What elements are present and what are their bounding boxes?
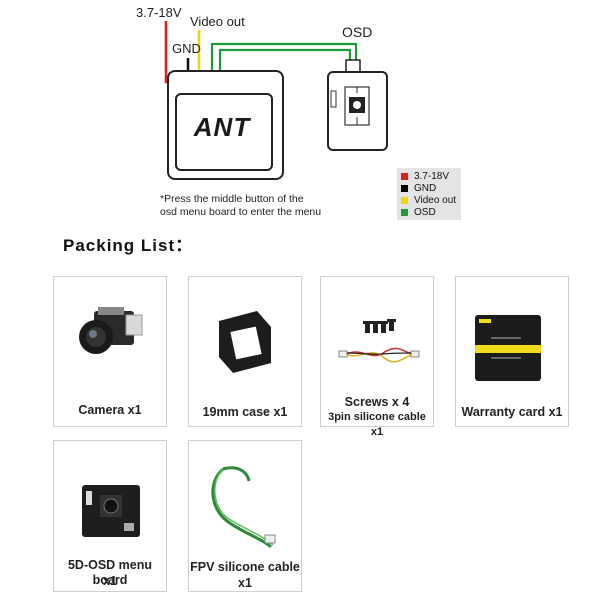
item-label: FPV silicone cable [190, 560, 300, 574]
menu-note-line2: osd menu board to enter the menu [160, 206, 322, 218]
red-swatch [401, 172, 408, 180]
wiring-diagram: ANT 3.7-18V Video out GND OSD *Press the… [0, 0, 600, 225]
item-card-warranty: Warranty card x1 [455, 276, 569, 427]
legend-label: GND [414, 182, 437, 194]
item-label: Warranty card x1 [461, 405, 563, 419]
legend-item: OSD [401, 206, 457, 218]
wire-legend: 3.7-18V GND Video out OSD [397, 168, 461, 220]
osd-wire-1 [210, 42, 358, 70]
camera-logo: ANT [193, 112, 251, 142]
legend-label: 3.7-18V [414, 170, 450, 182]
warranty-card-image [475, 315, 541, 381]
case-image [219, 311, 271, 373]
menu-note-line1: *Press the middle button of the [160, 193, 304, 205]
yellow-swatch [401, 196, 408, 204]
legend-label: OSD [414, 206, 436, 218]
item-label-line2: x1 [103, 574, 117, 588]
fpv-cable-image [211, 466, 276, 549]
item-card-fpv-cable: FPV silicone cable x1 [188, 440, 302, 592]
item-label-line2: x1 [238, 576, 252, 590]
wire-lines [164, 21, 361, 93]
green-swatch [401, 208, 408, 216]
gnd-label: GND [172, 41, 201, 56]
item-label: Screws x 4 [344, 395, 410, 409]
osd-wire-2 [218, 48, 352, 70]
camera-image [79, 307, 143, 354]
item-card-osd-board: 5D-OSD menu board x1 [53, 440, 167, 592]
item-label: Camera x1 [78, 403, 142, 417]
packing-list-title: Packing List： [63, 236, 194, 255]
item-card-screws: Screws x 4 3pin silicone cable x1 [320, 276, 434, 438]
legend-item: GND [401, 182, 457, 194]
legend-label: Video out [414, 194, 457, 206]
menu-note: *Press the middle button of the osd menu… [160, 193, 321, 219]
item-label-line2: 3pin silicone cable x1 [328, 411, 426, 438]
camera-body [167, 70, 284, 180]
osd-board-image [82, 485, 140, 537]
power-label: 3.7-18V [136, 5, 182, 20]
legend-item: Video out [401, 194, 457, 206]
osd-board-detail [330, 86, 370, 126]
legend-item: 3.7-18V [401, 170, 457, 182]
item-label: 5D-OSD menu board [67, 558, 153, 587]
item-label: 19mm case x1 [202, 405, 288, 419]
screws-cable-image [338, 319, 420, 363]
osd-board [327, 71, 388, 151]
osd-label: OSD [342, 24, 373, 40]
camera-face [175, 93, 273, 171]
black-swatch [401, 184, 408, 192]
item-card-case: 19mm case x1 [188, 276, 302, 427]
item-card-camera: Camera x1 [53, 276, 167, 427]
video-out-label: Video out [190, 14, 245, 29]
